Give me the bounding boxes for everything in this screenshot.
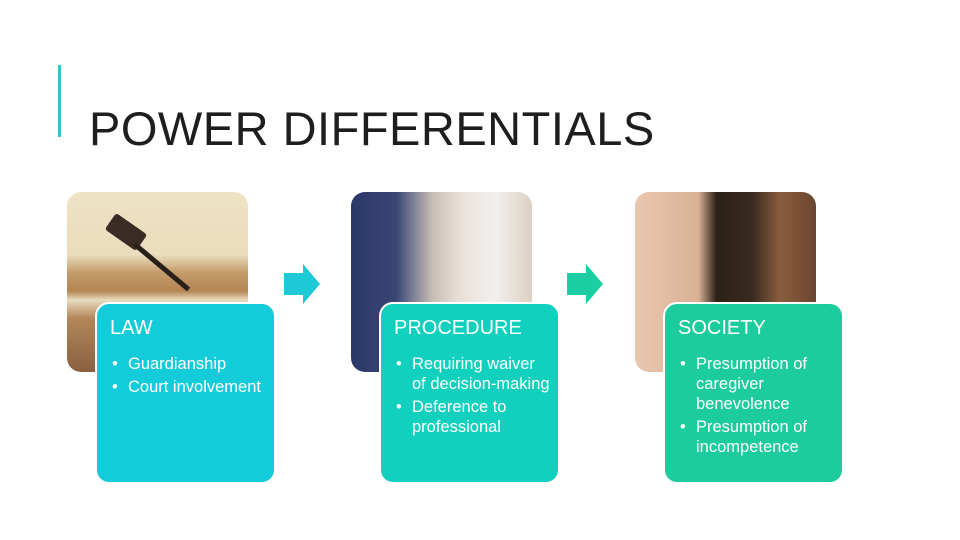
card-procedure: PROCEDURE Requiring waiver of decision-m… xyxy=(379,302,560,484)
card-title: LAW xyxy=(110,317,153,339)
bullet-item: Presumption of incompetence xyxy=(678,417,836,457)
card-law: LAW Guardianship Court involvement xyxy=(95,302,276,484)
bullet-item: Guardianship xyxy=(110,354,268,374)
slide-title: POWER DIFFERENTIALS xyxy=(89,102,655,156)
card-title: SOCIETY xyxy=(678,317,766,339)
gavel-handle xyxy=(133,242,191,292)
right-arrow-icon xyxy=(284,264,320,304)
card-bullet-list: Presumption of caregiver benevolence Pre… xyxy=(678,354,836,460)
card-bullet-list: Requiring waiver of decision-making Defe… xyxy=(394,354,552,440)
bullet-item: Requiring waiver of decision-making xyxy=(394,354,552,394)
card-society: SOCIETY Presumption of caregiver benevol… xyxy=(663,302,844,484)
card-title: PROCEDURE xyxy=(394,317,522,339)
card-bullet-list: Guardianship Court involvement xyxy=(110,354,268,400)
bullet-item: Deference to professional xyxy=(394,397,552,437)
bullet-item: Presumption of caregiver benevolence xyxy=(678,354,836,414)
bullet-item: Court involvement xyxy=(110,377,268,397)
title-accent-bar xyxy=(58,65,61,137)
right-arrow-icon xyxy=(567,264,603,304)
